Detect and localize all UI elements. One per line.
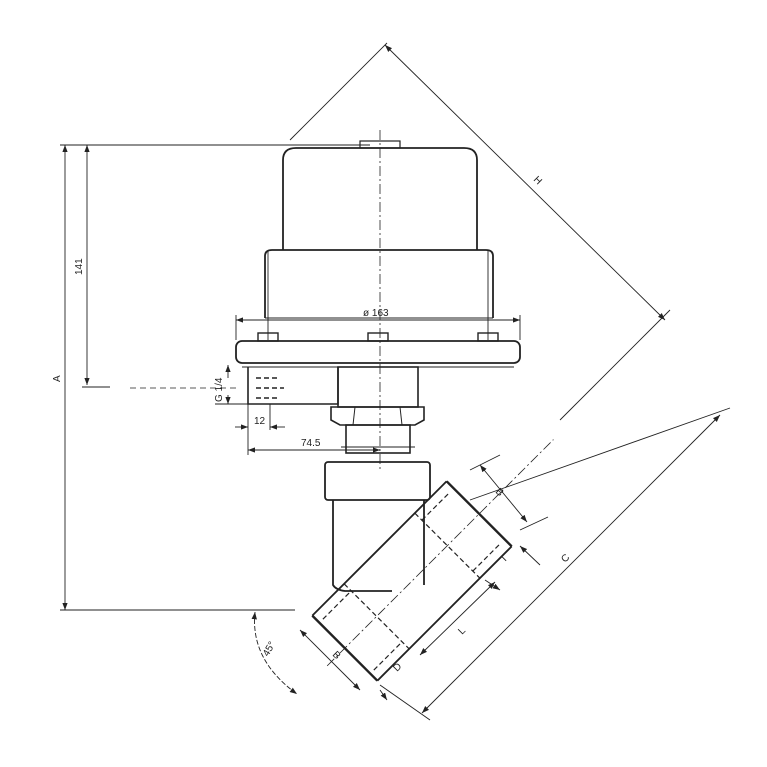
- bolt-heads: [257, 332, 499, 342]
- pilot-port-block: [247, 367, 339, 405]
- stem: [345, 424, 411, 454]
- hex-nut-facet: [352, 406, 356, 426]
- label-diameter: ø 163: [363, 308, 389, 319]
- label-H: H: [531, 174, 544, 187]
- label-B-upper: B: [493, 486, 506, 499]
- label-A: A: [52, 375, 63, 382]
- port-thread-hidden-lines: [256, 377, 284, 399]
- hex-nut-facet: [399, 406, 403, 426]
- label-74-5: 74.5: [301, 438, 321, 449]
- flange: [235, 340, 521, 364]
- label-B-lower: B: [330, 649, 343, 662]
- label-angle: 45°: [261, 640, 278, 659]
- body: [332, 500, 425, 592]
- label-T: T: [498, 553, 510, 565]
- label-12: 12: [254, 416, 266, 427]
- valve-neck: [337, 366, 419, 408]
- label-141: 141: [74, 258, 85, 275]
- bolt-head: [367, 332, 389, 342]
- label-L: L: [456, 625, 468, 637]
- label-C: C: [559, 552, 572, 565]
- label-D: D: [391, 661, 404, 674]
- hex-nut: [330, 406, 425, 426]
- dimension-lines: [60, 42, 731, 721]
- body-cap: [324, 461, 431, 501]
- label-port-thread: G 1/4: [214, 377, 225, 402]
